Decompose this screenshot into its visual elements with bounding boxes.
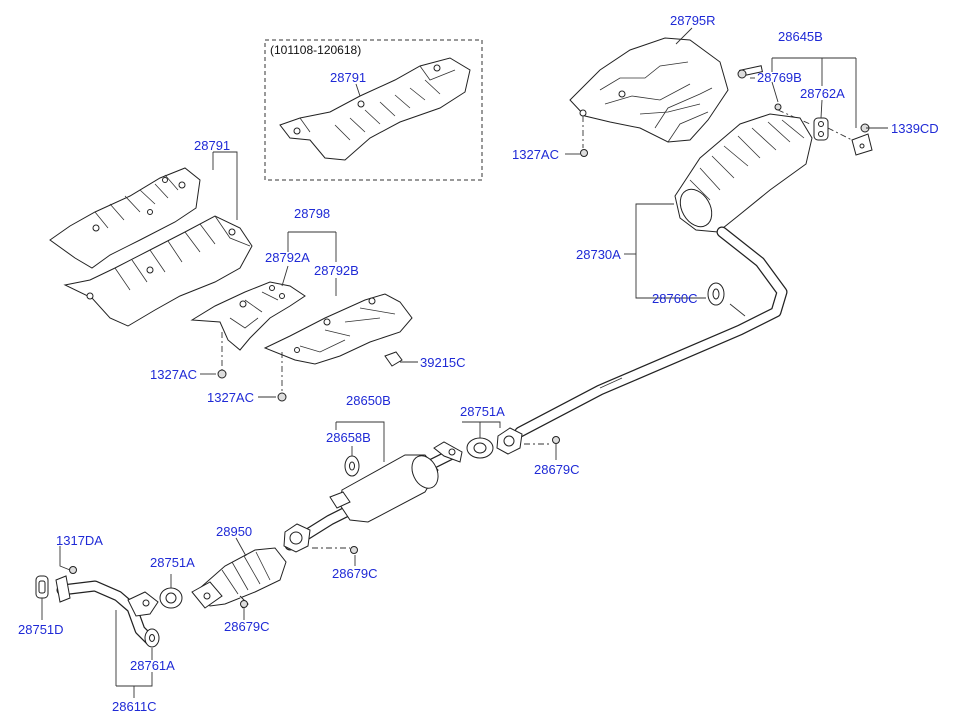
heat-shield-inset[interactable] (279, 57, 471, 161)
leader-lines (41, 27, 888, 698)
nut-1327ac-bottom[interactable] (277, 352, 287, 402)
gasket-28751a-right[interactable] (466, 437, 494, 459)
nut-28679c-left[interactable] (240, 600, 248, 608)
label-28751a-left[interactable]: 28751A (150, 555, 195, 570)
nut-1327ac-top[interactable] (580, 116, 588, 157)
nut-28679c-mid[interactable] (312, 546, 358, 554)
label-28792a[interactable]: 28792A (265, 250, 310, 265)
center-pipe-28650b[interactable] (284, 441, 463, 551)
label-28950[interactable]: 28950 (216, 524, 252, 539)
label-28795r[interactable]: 28795R (670, 13, 716, 28)
label-28730a[interactable]: 28730A (576, 247, 621, 262)
gasket-28751a-left[interactable] (159, 587, 183, 609)
flange-rear[interactable] (496, 427, 523, 455)
nut-1327ac-left[interactable] (217, 332, 227, 379)
catalytic-converter-28950[interactable] (191, 547, 287, 609)
bracket-hanger[interactable] (774, 103, 873, 156)
label-1317da[interactable]: 1317DA (56, 533, 103, 548)
nut-28679c-right[interactable] (524, 436, 560, 445)
label-28760c[interactable]: 28760C (652, 291, 698, 306)
label-28679c-right[interactable]: 28679C (534, 462, 580, 477)
rear-muffler-28730a[interactable] (674, 113, 813, 233)
part-labels: 28795R 28645B 28769B 28762A 1339CD 1327A… (18, 13, 939, 714)
label-28762a[interactable]: 28762A (800, 86, 845, 101)
label-39215c[interactable]: 39215C (420, 355, 466, 370)
gasket-28751d[interactable] (35, 575, 49, 599)
nut-1317da[interactable] (69, 566, 77, 574)
label-28611c[interactable]: 28611C (112, 699, 157, 714)
label-28650b[interactable]: 28650B (346, 393, 391, 408)
flange-center-front[interactable] (283, 523, 311, 553)
label-28798[interactable]: 28798 (294, 206, 330, 221)
label-28679c-left[interactable]: 28679C (224, 619, 270, 634)
label-28751a-right[interactable]: 28751A (460, 404, 505, 419)
clip-39215c[interactable] (384, 351, 403, 367)
exhaust-pipe-rear[interactable] (514, 226, 788, 438)
label-28751d[interactable]: 28751D (18, 622, 64, 637)
label-28645b[interactable]: 28645B (778, 29, 823, 44)
bolt-28769b[interactable] (737, 65, 763, 79)
label-1339cd[interactable]: 1339CD (891, 121, 939, 136)
heat-shield-lower[interactable] (63, 215, 253, 327)
heat-shield-upper[interactable] (49, 167, 201, 269)
label-28769b[interactable]: 28769B (757, 70, 802, 85)
label-28791-inset[interactable]: 28791 (330, 70, 366, 85)
front-pipe-28611c[interactable] (55, 575, 159, 646)
inset-date-note: (101108-120618) (270, 43, 361, 57)
hanger-28658b[interactable] (344, 455, 360, 477)
hanger-rubber-28760c[interactable] (707, 282, 725, 306)
label-1327ac-bottom[interactable]: 1327AC (207, 390, 254, 405)
label-28792b[interactable]: 28792B (314, 263, 359, 278)
hanger-rod (729, 303, 746, 317)
label-28658b[interactable]: 28658B (326, 430, 371, 445)
hanger-28761a[interactable] (144, 628, 160, 648)
label-1327ac-left[interactable]: 1327AC (150, 367, 197, 382)
insulator-28762a[interactable] (813, 117, 829, 141)
heat-shield-28792b[interactable] (263, 293, 413, 365)
label-28791-main[interactable]: 28791 (194, 138, 230, 153)
heat-shield-28795r[interactable] (569, 37, 729, 143)
label-28761a[interactable]: 28761A (130, 658, 175, 673)
heat-shield-28792a[interactable] (190, 281, 306, 351)
label-28679c-mid[interactable]: 28679C (332, 566, 378, 581)
label-1327ac-top[interactable]: 1327AC (512, 147, 559, 162)
inset-box: (101108-120618) (264, 39, 483, 181)
